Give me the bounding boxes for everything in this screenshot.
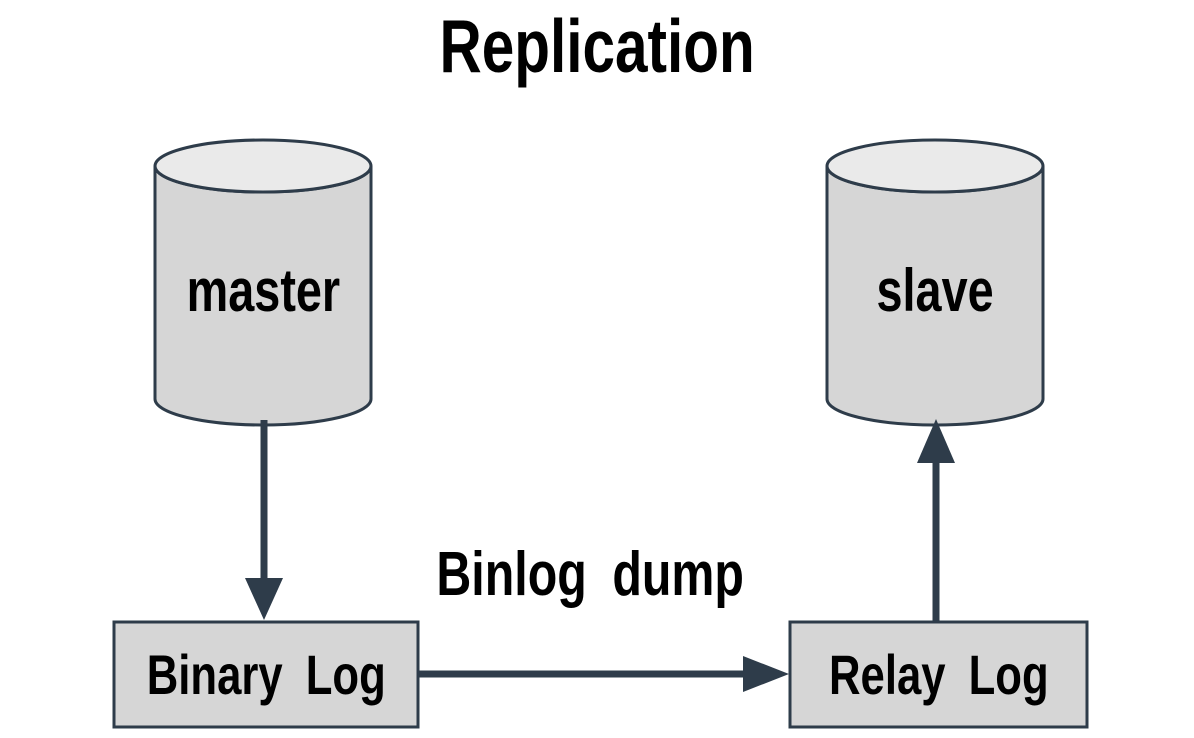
node-label-slave: slave bbox=[827, 259, 1043, 323]
edge-label-binlog-dump: Binlog dump bbox=[340, 543, 840, 607]
node-label-slave-text: slave bbox=[876, 257, 994, 324]
page-title-text: Replication bbox=[439, 3, 755, 88]
arrowhead-master-to-binary-log bbox=[245, 578, 283, 620]
node-label-relay-log-text: Relay Log bbox=[828, 642, 1049, 706]
node-label-relay-log: Relay Log bbox=[790, 622, 1087, 727]
edge-label-binlog-dump-text: Binlog dump bbox=[436, 540, 744, 609]
node-label-master-text: master bbox=[186, 257, 340, 324]
arrowhead-relay-log-to-slave bbox=[917, 419, 955, 463]
master-cylinder-top bbox=[153, 138, 373, 194]
node-label-binary-log: Binary Log bbox=[114, 622, 418, 727]
page-title: Replication bbox=[0, 0, 1194, 92]
node-label-master: master bbox=[155, 259, 371, 323]
slave-cylinder-top bbox=[825, 138, 1045, 194]
node-label-binary-log-text: Binary Log bbox=[146, 642, 386, 706]
binary-log-box bbox=[112, 620, 420, 729]
arrowhead-binary-log-to-relay-log bbox=[743, 656, 789, 692]
relay-log-box bbox=[788, 620, 1089, 729]
